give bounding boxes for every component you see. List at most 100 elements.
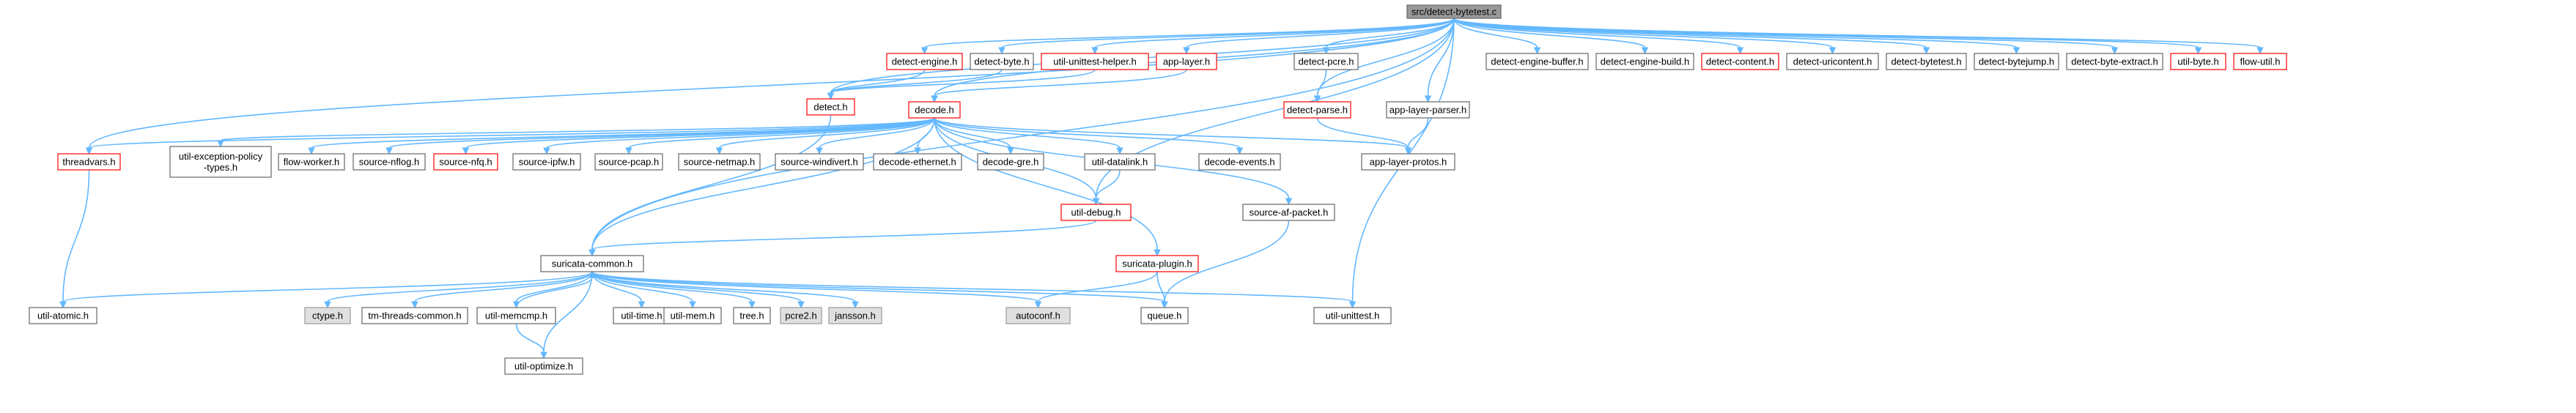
node-label: app-layer-protos.h bbox=[1370, 156, 1447, 167]
node-source-windivert[interactable]: source-windivert.h bbox=[775, 153, 864, 171]
node-label: flow-util.h bbox=[2240, 56, 2281, 67]
node-box bbox=[540, 255, 644, 272]
node-util-exception-policy-types[interactable]: util-exception-policy-types.h bbox=[169, 146, 272, 178]
edge-util-memcmp-to-util-optimize bbox=[515, 323, 547, 360]
edge-decode-to-threadvars bbox=[85, 117, 935, 155]
node-util-atomic[interactable]: util-atomic.h bbox=[29, 307, 97, 324]
node-queue[interactable]: queue.h bbox=[1140, 307, 1189, 324]
edge-root-to-detect-content bbox=[1453, 18, 1744, 55]
node-box bbox=[1361, 153, 1455, 171]
edge-suricata-common-to-autoconf bbox=[591, 271, 1042, 309]
node-flow-worker[interactable]: flow-worker.h bbox=[278, 153, 345, 171]
edge-suricata-common-to-util-unittest bbox=[591, 271, 1357, 309]
node-source-nfq[interactable]: source-nfq.h bbox=[433, 153, 498, 171]
node-box bbox=[1313, 307, 1392, 324]
node-detect-content[interactable]: detect-content.h bbox=[1701, 53, 1779, 70]
node-detect-engine[interactable]: detect-engine.h bbox=[886, 53, 963, 70]
node-util-unittest-helper[interactable]: util-unittest-helper.h bbox=[1041, 53, 1149, 70]
edge-root-to-detect-bytetest bbox=[1453, 18, 1930, 55]
node-detect-pcre[interactable]: detect-pcre.h bbox=[1293, 53, 1359, 70]
node-box bbox=[512, 153, 581, 171]
node-label: detect-byte.h bbox=[974, 56, 1029, 67]
node-ctype[interactable]: ctype.h bbox=[304, 307, 351, 324]
node-box bbox=[775, 153, 864, 171]
edge-suricata-common-to-queue bbox=[591, 271, 1168, 309]
node-box bbox=[433, 153, 498, 171]
node-label: pcre2.h bbox=[785, 310, 816, 321]
node-box bbox=[2170, 53, 2226, 70]
node-box bbox=[304, 307, 351, 324]
node-box bbox=[1115, 255, 1199, 272]
node-label: tree.h bbox=[739, 310, 764, 321]
node-label: util-unittest.h bbox=[1326, 310, 1380, 321]
node-label: detect-engine-buffer.h bbox=[1491, 56, 1583, 67]
node-util-mem[interactable]: util-mem.h bbox=[663, 307, 722, 324]
node-detect-bytejump[interactable]: detect-bytejump.h bbox=[1974, 53, 2059, 70]
edge-util-debug-to-suricata-common bbox=[588, 220, 1097, 257]
node-label: util-atomic.h bbox=[37, 310, 89, 321]
node-label: util-debug.h bbox=[1071, 206, 1121, 217]
edge-suricata-common-to-tree bbox=[591, 271, 756, 309]
node-label: util-datalink.h bbox=[1092, 156, 1148, 167]
node-detect-engine-buffer[interactable]: detect-engine-buffer.h bbox=[1486, 53, 1589, 70]
node-label: util-optimize.h bbox=[514, 360, 573, 371]
node-box bbox=[504, 357, 583, 375]
node-box bbox=[908, 101, 961, 119]
node-box bbox=[1041, 53, 1149, 70]
node-root[interactable]: src/detect-bytetest.c bbox=[1406, 4, 1502, 19]
node-tm-threads-common[interactable]: tm-threads-common.h bbox=[361, 307, 468, 324]
node-util-time[interactable]: util-time.h bbox=[613, 307, 671, 324]
node-detect[interactable]: detect.h bbox=[806, 98, 855, 116]
edge-suricata-common-to-ctype bbox=[324, 271, 593, 309]
node-jansson[interactable]: jansson.h bbox=[828, 307, 882, 324]
node-app-layer[interactable]: app-layer.h bbox=[1156, 53, 1217, 70]
node-util-byte[interactable]: util-byte.h bbox=[2170, 53, 2226, 70]
node-label: util-memcmp.h bbox=[485, 310, 547, 321]
node-util-datalink[interactable]: util-datalink.h bbox=[1084, 153, 1156, 171]
node-app-layer-protos[interactable]: app-layer-protos.h bbox=[1361, 153, 1455, 171]
node-detect-parse[interactable]: detect-parse.h bbox=[1283, 101, 1351, 119]
node-util-memcmp[interactable]: util-memcmp.h bbox=[476, 307, 556, 324]
node-app-layer-parser[interactable]: app-layer-parser.h bbox=[1386, 101, 1470, 119]
node-label: detect-uricontent.h bbox=[1793, 56, 1872, 67]
edge-root-to-detect-engine-build bbox=[1453, 18, 1649, 55]
node-autoconf[interactable]: autoconf.h bbox=[1005, 307, 1071, 324]
node-label: queue.h bbox=[1148, 310, 1182, 321]
node-source-pcap[interactable]: source-pcap.h bbox=[594, 153, 663, 171]
node-source-af-packet[interactable]: source-af-packet.h bbox=[1242, 204, 1335, 221]
node-box bbox=[873, 153, 962, 171]
node-suricata-plugin[interactable]: suricata-plugin.h bbox=[1115, 255, 1199, 272]
edge-decode-to-source-windivert bbox=[816, 117, 935, 155]
node-flow-util[interactable]: flow-util.h bbox=[2233, 53, 2287, 70]
node-detect-uricontent[interactable]: detect-uricontent.h bbox=[1786, 53, 1879, 70]
node-threadvars[interactable]: threadvars.h bbox=[57, 153, 121, 171]
node-util-unittest[interactable]: util-unittest.h bbox=[1313, 307, 1392, 324]
node-label: suricata-plugin.h bbox=[1122, 258, 1192, 269]
node-decode-gre[interactable]: decode-gre.h bbox=[977, 153, 1044, 171]
node-label: ctype.h bbox=[312, 310, 343, 321]
node-source-netmap[interactable]: source-netmap.h bbox=[678, 153, 761, 171]
node-pcre2[interactable]: pcre2.h bbox=[780, 307, 822, 324]
node-box bbox=[1283, 101, 1351, 119]
node-box bbox=[1293, 53, 1359, 70]
node-tree[interactable]: tree.h bbox=[733, 307, 771, 324]
node-decode-ethernet[interactable]: decode-ethernet.h bbox=[873, 153, 962, 171]
node-label: detect-parse.h bbox=[1287, 104, 1348, 115]
nodes-layer: src/detect-bytetest.c detect-engine.h dete… bbox=[29, 4, 2287, 375]
node-util-debug[interactable]: util-debug.h bbox=[1060, 204, 1132, 221]
node-box bbox=[780, 307, 822, 324]
node-detect-engine-build[interactable]: detect-engine-build.h bbox=[1595, 53, 1694, 70]
node-source-ipfw[interactable]: source-ipfw.h bbox=[512, 153, 581, 171]
node-suricata-common[interactable]: suricata-common.h bbox=[540, 255, 644, 272]
edge-decode-to-suricata-plugin bbox=[934, 117, 1161, 257]
node-detect-bytetest[interactable]: detect-bytetest.h bbox=[1886, 53, 1967, 70]
node-source-nflog[interactable]: source-nflog.h bbox=[353, 153, 426, 171]
edge-suricata-common-to-jansson bbox=[591, 271, 859, 309]
node-label: suricata-common.h bbox=[552, 258, 633, 269]
node-decode-events[interactable]: decode-events.h bbox=[1198, 153, 1281, 171]
edge-decode-to-source-netmap bbox=[715, 117, 935, 155]
node-detect-byte[interactable]: detect-byte.h bbox=[970, 53, 1034, 70]
node-decode[interactable]: decode.h bbox=[908, 101, 961, 119]
node-detect-byte-extract[interactable]: detect-byte-extract.h bbox=[2066, 53, 2163, 70]
node-util-optimize[interactable]: util-optimize.h bbox=[504, 357, 583, 375]
